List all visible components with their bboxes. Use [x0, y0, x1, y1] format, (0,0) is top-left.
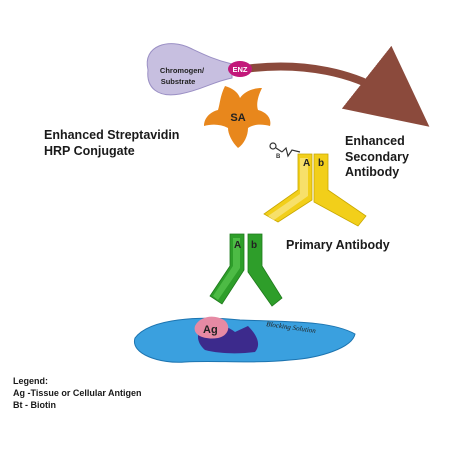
antigen-label: Ag: [203, 324, 218, 336]
streptavidin-conjugate-label: Enhanced Streptavidin HRP Conjugate: [44, 128, 179, 159]
legend-title: Legend:: [13, 376, 48, 386]
strep-label-line2: HRP Conjugate: [44, 143, 135, 158]
primary-antibody: [209, 233, 283, 307]
secondary-antibody: [263, 153, 367, 227]
substrate-label-1: Chromogen/: [160, 66, 205, 75]
primary-antibody-label: Primary Antibody: [286, 238, 390, 252]
secondary-antibody-label: Enhanced Secondary Antibody: [345, 134, 409, 181]
secondary-label-line3: Antibody: [345, 165, 400, 180]
enzyme-label: ENZ: [233, 65, 248, 74]
streptavidin-shape: [204, 86, 271, 148]
secondary-label-line2: Secondary: [345, 149, 409, 164]
primary-ab-b: b: [251, 240, 257, 251]
legend-item-biotin: Bt - Biotin: [13, 400, 56, 411]
secondary-ab-a: A: [303, 158, 310, 169]
secondary-label-line1: Enhanced: [345, 134, 405, 148]
antigen-shape: [194, 316, 229, 339]
legend: Legend: Ag -Tissue or Cellular Antigen B…: [13, 375, 142, 411]
primary-ab-a: A: [234, 240, 241, 251]
biotin-label: B: [276, 154, 281, 160]
substrate-label-2: Substrate: [161, 77, 196, 86]
streptavidin-label: SA: [230, 112, 245, 124]
strep-label-line1: Enhanced Streptavidin: [44, 128, 180, 142]
biotin-icon: B: [269, 142, 301, 160]
legend-item-antigen: Ag -Tissue or Cellular Antigen: [13, 388, 142, 399]
secondary-ab-b: b: [318, 158, 324, 169]
enzyme-node: [228, 61, 252, 77]
reaction-arrow: [234, 45, 430, 127]
